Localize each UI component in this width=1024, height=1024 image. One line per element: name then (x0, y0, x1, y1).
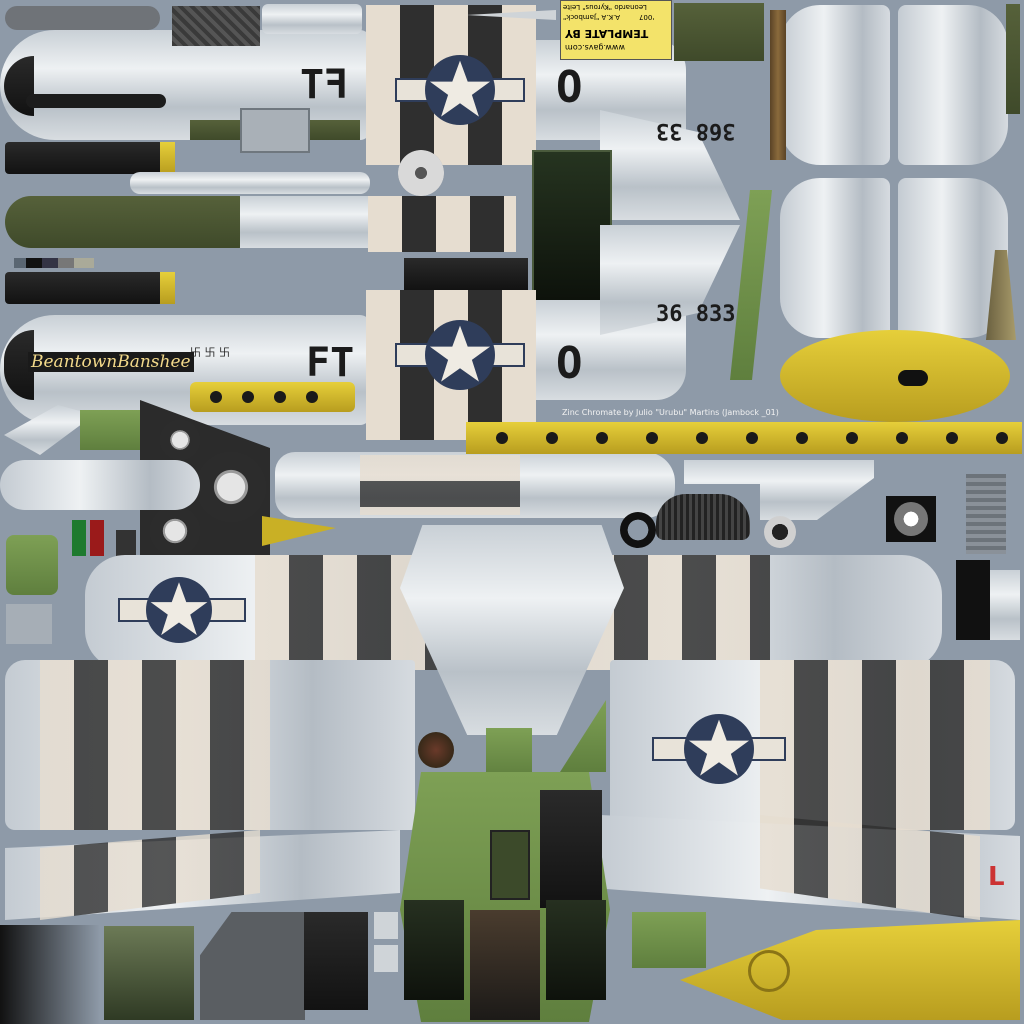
nav-light-red (90, 520, 104, 556)
side-console-right (546, 900, 606, 1000)
flap-stripes-right (760, 815, 980, 920)
mount-circle (748, 950, 790, 992)
kill-marks: 卐 卐 卐 (190, 346, 230, 359)
radiator-grille (656, 494, 750, 540)
star-and-bar-icon (425, 55, 495, 125)
brown-rod (770, 10, 786, 160)
gauge-dial (886, 496, 936, 542)
aircraft-letter-bottom: O (556, 338, 583, 389)
exhaust-strip (404, 258, 528, 290)
squadron-code-left: FT (300, 62, 349, 108)
stabilizer-2 (898, 5, 1008, 165)
green-hatch (486, 728, 532, 778)
antenna-stub (466, 10, 556, 20)
drop-tank (0, 460, 200, 510)
star-and-bar-icon (425, 320, 495, 390)
belly-metal (240, 196, 370, 248)
olive-panel-swatch (674, 3, 764, 61)
olive-rod (1006, 4, 1020, 114)
stabilizer-1 (780, 5, 890, 165)
grey-slat (966, 474, 1006, 554)
tread-texture (172, 6, 260, 46)
belly-stripes (368, 196, 516, 252)
belly-olive (5, 196, 245, 248)
panel-grey-shape (200, 912, 305, 1020)
wing-root-center (400, 525, 624, 735)
grey-pipe (5, 6, 160, 30)
light-squares (374, 912, 398, 972)
nav-light-green (72, 520, 86, 556)
wheel-well-green (80, 410, 140, 450)
grey-square (6, 604, 52, 644)
prop-blade-2 (5, 272, 175, 304)
small-dark-square (116, 530, 136, 556)
seat-frame (490, 830, 530, 900)
yellow-perforated-spar (190, 382, 355, 412)
yellow-wedge (262, 516, 336, 546)
stabilizer-3 (780, 178, 890, 338)
yellow-nose-cone (780, 330, 1010, 422)
black-ring (620, 512, 656, 548)
squadron-code-right: FT (306, 340, 355, 386)
rudder-letter: L (988, 862, 1005, 892)
black-panel-right (956, 560, 990, 640)
cockpit-floor-dark (470, 910, 540, 1020)
nose-cone-hole (898, 370, 928, 386)
scoop-stripes (360, 455, 520, 515)
small-metal-strip (262, 4, 362, 34)
side-console-left (404, 900, 464, 1000)
gradient-swatch (0, 925, 100, 1024)
zinc-chromate-credit: Zinc Chromate by Julio "Urubu" Martins (… (562, 408, 779, 417)
wing-lower-stripes-left (40, 660, 270, 830)
wing-spot-green (6, 535, 58, 595)
engine-mount-yellow (680, 920, 1020, 1020)
tire-small-2 (150, 506, 200, 556)
nose-art-name: BeantownBanshee (28, 352, 194, 372)
engine-block-green (104, 926, 194, 1020)
cockpit-instrument-panel (532, 150, 612, 302)
flap-stripes-left (40, 830, 260, 920)
aircraft-letter-top: O (556, 62, 583, 113)
prop-blade-1 (5, 142, 175, 174)
wing-lower-stripes-right (760, 660, 990, 830)
wheel-cover (418, 732, 454, 768)
template-credit-card: Leonardo "Kyrous" Leite A.K.A "Jambock" … (560, 0, 672, 60)
tire-small (160, 420, 200, 460)
prop-tip-2 (160, 272, 175, 304)
serial-number-lower: 36 833 (656, 302, 736, 327)
color-swatches (14, 258, 94, 268)
yellow-wing-spar (466, 422, 1022, 454)
star-and-bar-icon (684, 714, 754, 784)
wheel-hub-upper (398, 150, 444, 196)
prop-tip-1 (160, 142, 175, 174)
cockpit-frame-top (240, 108, 310, 153)
green-block-bottom (632, 912, 706, 968)
star-and-bar-icon (146, 577, 212, 643)
main-wheel (196, 452, 266, 522)
grey-ring (764, 516, 796, 548)
seat-armor (540, 790, 602, 908)
exhaust-stack-top (26, 94, 166, 108)
serial-number-upper: 368 33 (656, 118, 736, 143)
metal-panel-right (990, 570, 1020, 640)
black-vent-panel (304, 912, 368, 1010)
spine-strip (130, 172, 370, 194)
